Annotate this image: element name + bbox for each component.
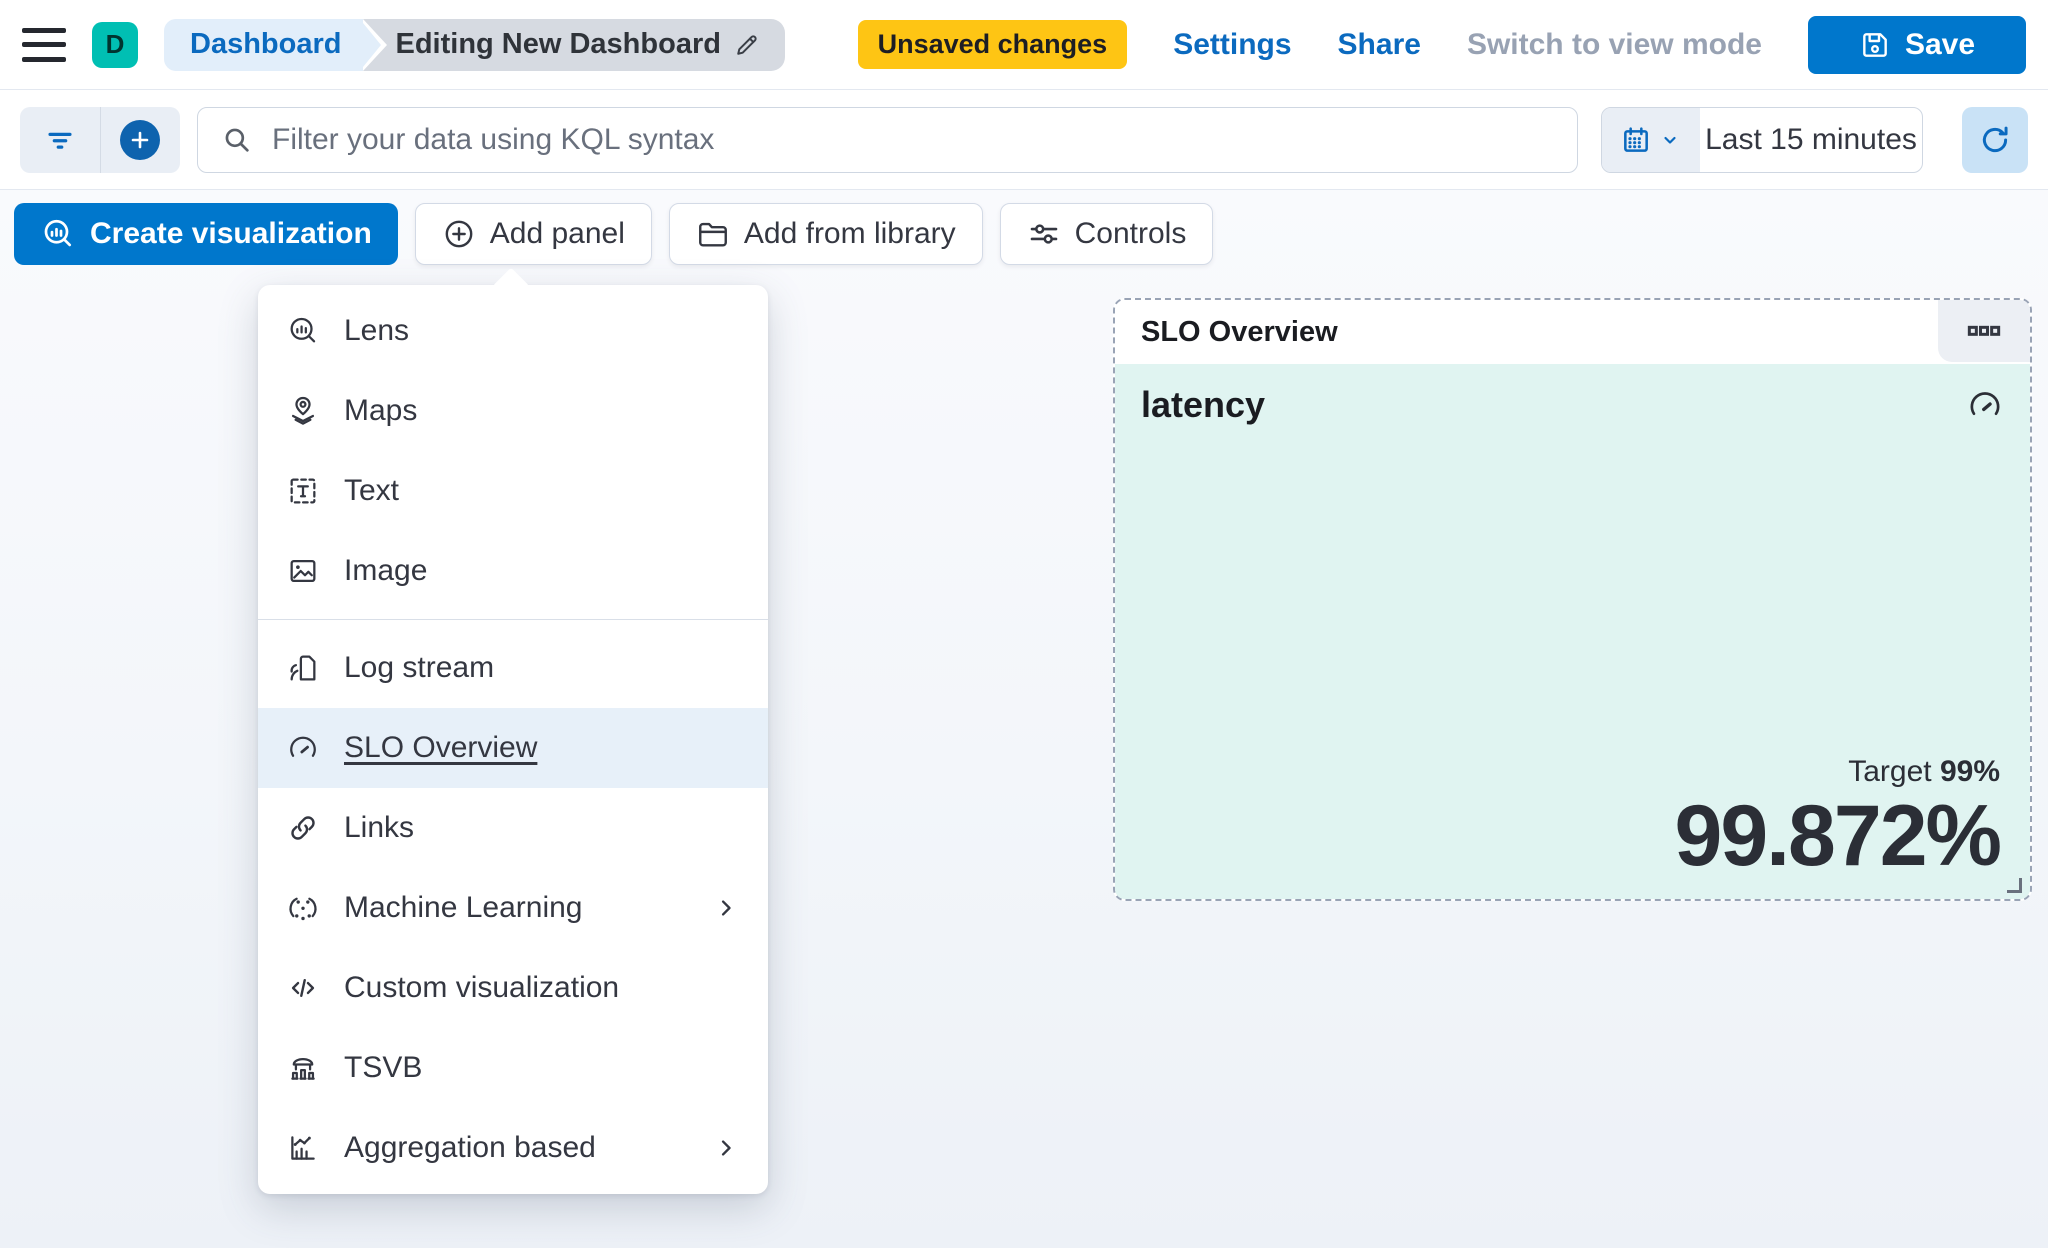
lens-icon (44, 219, 72, 247)
time-range-button[interactable]: Last 15 minutes (1705, 122, 1917, 156)
date-picker: Last 15 minutes (1601, 106, 1923, 173)
filter-menu-button[interactable] (20, 107, 100, 173)
menu-item-lens[interactable]: Lens (258, 291, 768, 371)
text-icon (290, 478, 316, 504)
add-panel-menu: Lens Maps Text Image (258, 285, 768, 1194)
link-icon (291, 816, 315, 840)
boxes-horizontal-icon (1967, 325, 2001, 336)
menu-separator (258, 619, 768, 620)
chevron-right-icon (721, 900, 731, 916)
plus-in-circle-icon (445, 220, 473, 248)
menu-item-slo-overview[interactable]: SLO Overview (258, 708, 768, 788)
share-link[interactable]: Share (1337, 27, 1421, 61)
plus-circle-icon (120, 119, 161, 160)
menu-item-aggregation-based[interactable]: Aggregation based (258, 1108, 768, 1188)
tsvb-icon (291, 1057, 315, 1080)
calendar-icon (1624, 126, 1648, 152)
dashboard-canvas: Create visualization Add panel Add from … (0, 190, 2048, 1248)
lens-icon (290, 317, 316, 343)
menu-item-text[interactable]: Text (258, 451, 768, 531)
controls-sliders-icon (1030, 224, 1057, 244)
log-stream-icon (290, 655, 316, 681)
gauge-icon (1970, 392, 2000, 416)
refresh-button[interactable] (1962, 106, 2028, 173)
chevron-down-icon (1664, 136, 1676, 144)
aggregation-chart-icon (291, 1136, 315, 1160)
maps-icon (291, 396, 315, 425)
menu-item-tsvb[interactable]: TSVB (258, 1028, 768, 1108)
gauge-icon (290, 736, 316, 757)
panel-title: SLO Overview (1141, 315, 1338, 348)
target-value: 99% (1939, 755, 2000, 789)
slo-metric-body: latency Target 99% 99.872% (1115, 364, 2030, 899)
panel-resize-handle[interactable] (2007, 878, 2022, 893)
add-filter-button[interactable] (99, 106, 181, 173)
avatar[interactable]: D (92, 21, 138, 68)
save-icon (1863, 32, 1887, 57)
menu-item-maps[interactable]: Maps (258, 371, 768, 451)
add-from-library-button[interactable]: Add from library (668, 203, 983, 265)
breadcrumb-current-page[interactable]: Editing New Dashboard (355, 18, 785, 71)
chevron-right-icon (721, 1140, 731, 1156)
slo-metric-values: Target 99% 99.872% (1674, 755, 2002, 885)
unified-search-bar: Last 15 minutes (0, 90, 2048, 190)
app-header: D Dashboard Editing New Dashboard Unsave… (0, 0, 2048, 90)
search-icon (225, 128, 249, 152)
kql-search-box (197, 106, 1578, 173)
slo-name: latency (1141, 384, 1266, 425)
menu-item-custom-visualization[interactable]: Custom visualization (258, 948, 768, 1028)
refresh-icon (1982, 126, 2008, 152)
filter-icon (48, 132, 72, 149)
menu-item-image[interactable]: Image (258, 531, 768, 611)
folder-icon (698, 222, 727, 247)
image-icon (290, 559, 316, 583)
menu-item-machine-learning[interactable]: Machine Learning (258, 868, 768, 948)
filter-controls (20, 106, 181, 173)
target-label: Target (1848, 755, 1932, 789)
create-visualization-button[interactable]: Create visualization (14, 203, 398, 265)
machine-learning-icon (289, 897, 317, 921)
save-button[interactable]: Save (1808, 15, 2026, 74)
menu-icon[interactable] (22, 27, 66, 62)
dashboard-actions-row: Create visualization Add panel Add from … (0, 190, 2048, 265)
panel-header: SLO Overview (1115, 300, 2030, 364)
settings-link[interactable]: Settings (1173, 27, 1292, 61)
switch-to-view-mode-link[interactable]: Switch to view mode (1466, 27, 1762, 61)
add-panel-button[interactable]: Add panel (414, 203, 652, 265)
breadcrumb: Dashboard Editing New Dashboard (164, 18, 785, 71)
sli-value: 99.872% (1674, 788, 2002, 885)
status-badge: Unsaved changes (857, 20, 1128, 69)
controls-button[interactable]: Controls (999, 203, 1214, 265)
slo-overview-panel[interactable]: SLO Overview latency Target 99% 99.872% (1113, 298, 2032, 901)
menu-item-log-stream[interactable]: Log stream (258, 628, 768, 708)
panel-options-button[interactable] (1938, 300, 2030, 362)
date-quick-select-button[interactable] (1602, 107, 1700, 172)
pencil-icon (737, 34, 757, 55)
menu-item-links[interactable]: Links (258, 788, 768, 868)
kql-search-input[interactable] (272, 122, 1567, 157)
breadcrumb-dashboard[interactable]: Dashboard (164, 18, 389, 71)
code-icon (291, 979, 315, 997)
